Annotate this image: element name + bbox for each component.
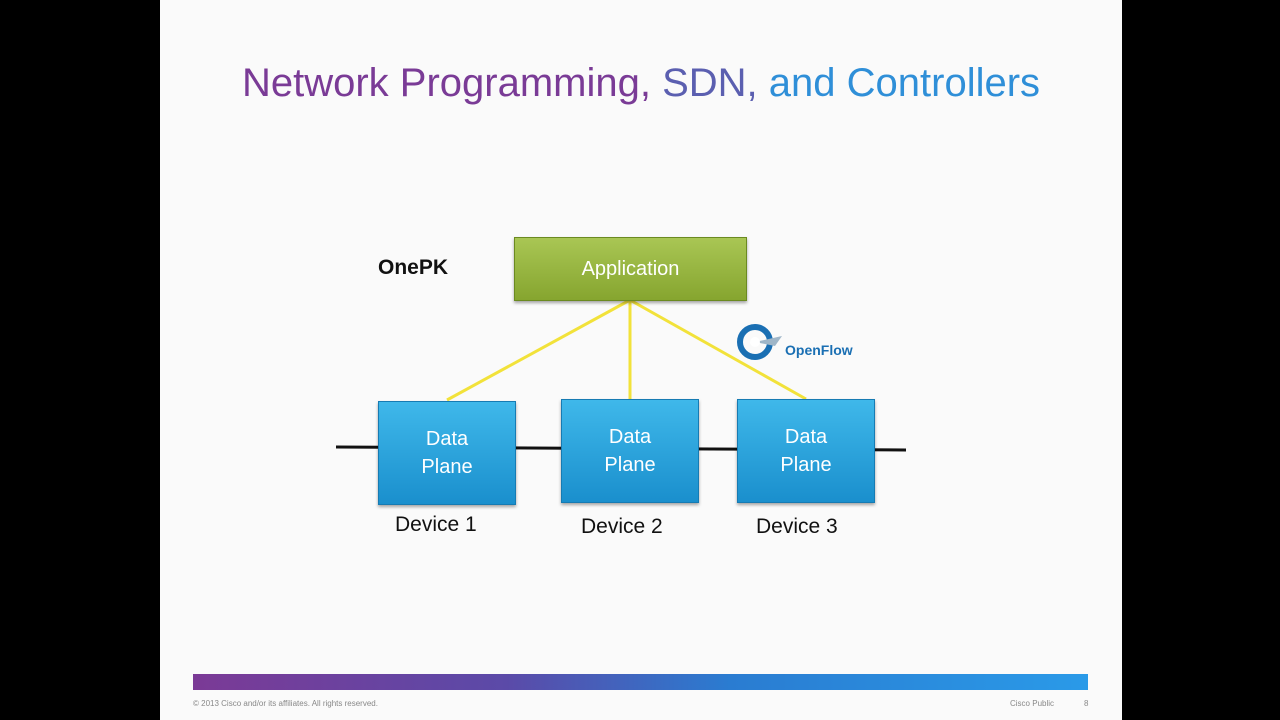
device-label-2: Device 2	[581, 515, 663, 538]
onepk-label: OnePK	[378, 256, 449, 279]
slide-title: Network Programming, SDN, and Controller…	[160, 58, 1122, 108]
yellow-link-3	[629, 298, 807, 401]
yellow-link-1	[446, 298, 631, 402]
openflow-label: OpenFlow	[785, 342, 853, 358]
data-plane-line1: Data	[608, 426, 652, 448]
footer-classification: Cisco Public	[1010, 699, 1055, 708]
data-plane-line2: Plane	[604, 454, 656, 476]
openflow-logo-icon	[737, 324, 782, 360]
application-box: Application	[514, 237, 747, 301]
footer-gradient-bar	[193, 674, 1088, 690]
data-plane-box-1: Data Plane	[378, 401, 516, 505]
data-plane-line2: Plane	[780, 454, 832, 476]
title-part-3: and Controllers	[768, 61, 1041, 105]
footer-copyright: © 2013 Cisco and/or its affiliates. All …	[193, 699, 378, 708]
application-label: Application	[581, 257, 680, 280]
device-label-3: Device 3	[756, 515, 838, 538]
title-part-1: Network Programming,	[241, 61, 663, 105]
data-plane-box-2: Data Plane	[561, 399, 699, 503]
title-part-2: SDN,	[662, 61, 769, 105]
data-plane-line2: Plane	[421, 456, 473, 478]
data-plane-line1: Data	[425, 428, 469, 450]
footer-page-number: 8	[1084, 699, 1089, 708]
slide: Network Programming, SDN, and Controller…	[160, 0, 1122, 720]
data-plane-line1: Data	[784, 426, 828, 448]
device-label-1: Device 1	[395, 513, 477, 536]
connector-lines	[335, 298, 907, 452]
data-plane-box-3: Data Plane	[737, 399, 875, 503]
